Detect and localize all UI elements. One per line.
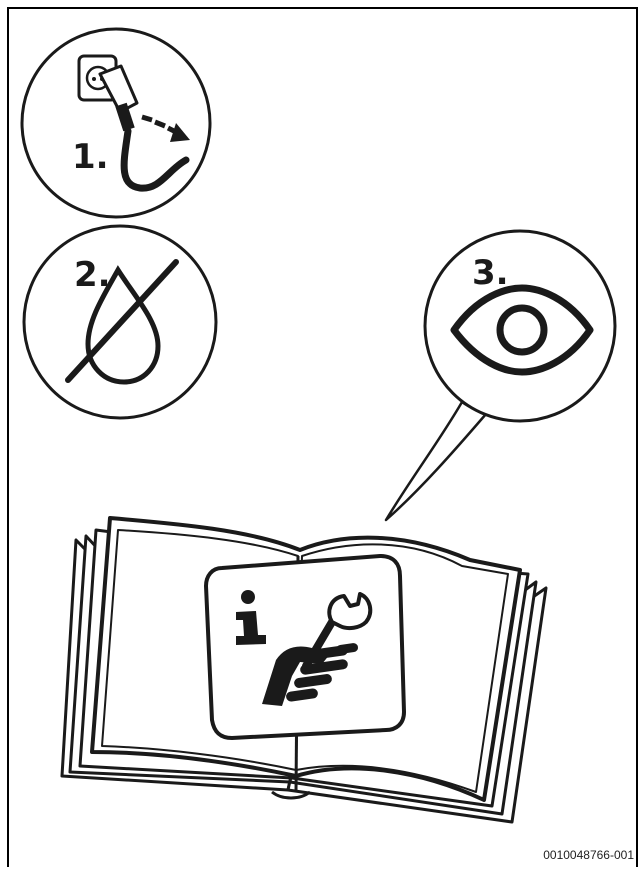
hand-icon [262,643,359,706]
figure-reference-code: 0010048766-001 [543,848,634,862]
step-3-inspect-bubble: 3. [384,229,617,522]
pull-arrow-icon [141,114,190,142]
step-1-unplug: 1. [20,27,212,219]
step-1-label: 1. [72,137,109,177]
step-2-label: 2. [74,255,111,295]
water-drop-icon [85,265,161,385]
strike-through-icon [65,259,179,383]
step-3-label: 3. [472,253,509,293]
step-2-no-water: 2. [22,224,218,420]
figure-frame [7,7,638,867]
info-i-icon [236,590,266,645]
plug-icon [98,64,190,192]
service-manual-icon [203,553,407,741]
eye-icon [450,284,594,376]
